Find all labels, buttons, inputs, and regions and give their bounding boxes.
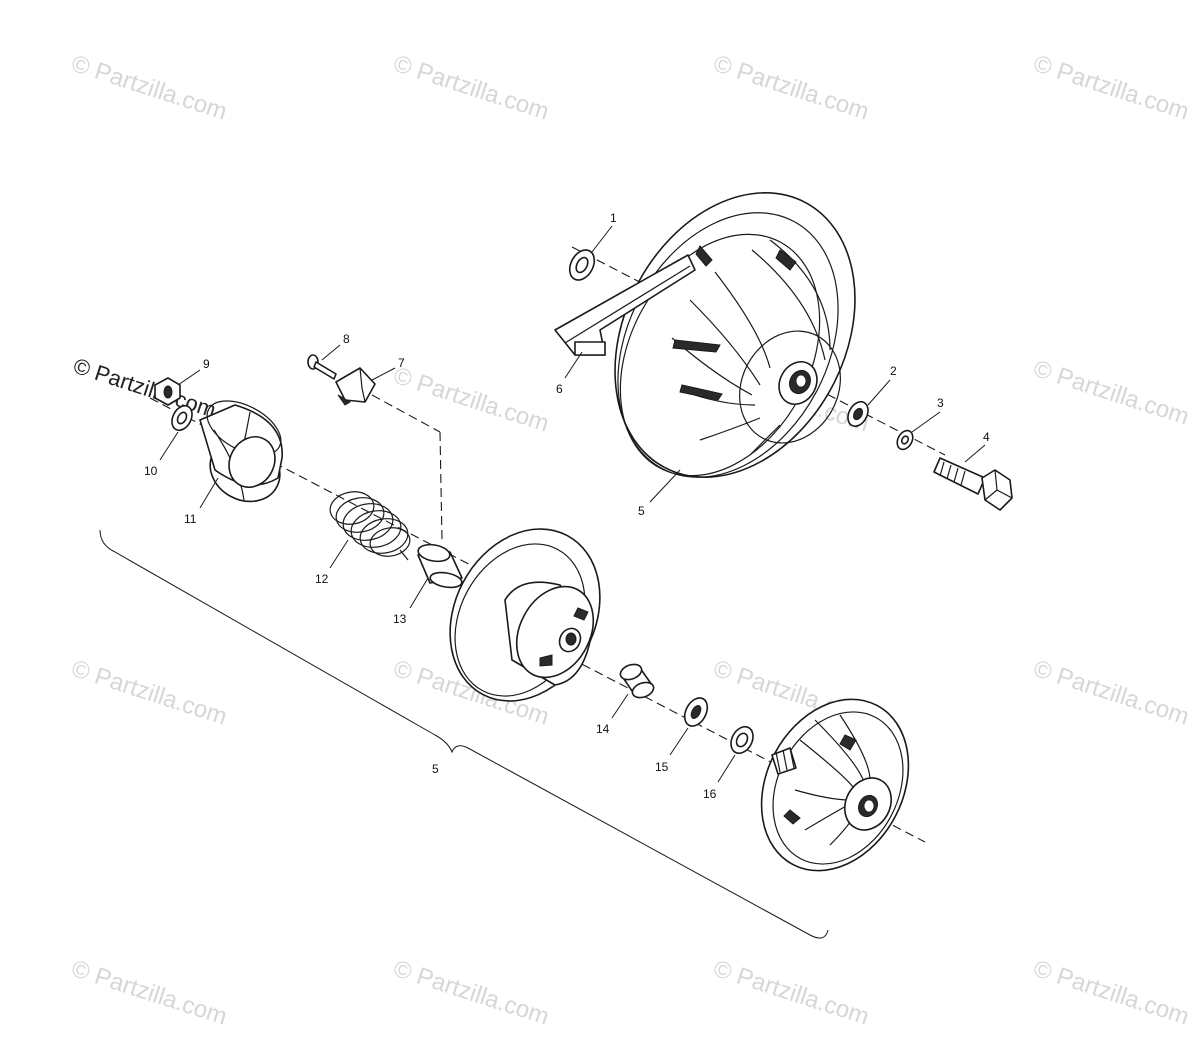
callout-7: 7	[398, 356, 405, 370]
watermark: © Partzilla.com	[390, 955, 552, 1031]
washer-1	[568, 249, 596, 281]
watermark: © Partzilla.com	[68, 955, 230, 1031]
button-7	[335, 367, 376, 406]
helix-cam-11	[199, 400, 283, 503]
bushing-13	[417, 543, 463, 589]
watermark: © Partzilla.com	[1030, 955, 1192, 1031]
callout-12: 12	[315, 572, 329, 586]
bushing-14	[619, 663, 655, 699]
callout-10: 10	[144, 464, 158, 478]
watermark: © Partzilla.com	[1030, 50, 1192, 126]
leader-lines	[159, 225, 986, 783]
watermark: © Partzilla.com	[68, 50, 230, 126]
washer-2	[847, 400, 869, 428]
watermark: © Partzilla.com	[390, 50, 552, 126]
callout-13: 13	[393, 612, 407, 626]
watermark-layer: © Partzilla.com © Partzilla.com © Partzi…	[68, 50, 1192, 1031]
callout-14: 14	[596, 722, 610, 736]
callout-6: 6	[556, 382, 563, 396]
watermark: © Partzilla.com	[68, 655, 230, 731]
callout-2: 2	[890, 364, 897, 378]
callout-4: 4	[983, 430, 990, 444]
watermark: © Partzilla.com	[710, 955, 872, 1031]
callout-5-bracket: 5	[432, 762, 439, 776]
screw-8	[307, 354, 337, 380]
callout-16: 16	[703, 787, 717, 801]
drive-belt	[554, 254, 696, 356]
callout-5-upper: 5	[638, 504, 645, 518]
callout-15: 15	[655, 760, 669, 774]
callout-1: 1	[610, 211, 617, 225]
nut-9	[154, 377, 181, 406]
lock-washer-3	[896, 429, 914, 451]
washer-15	[683, 697, 709, 727]
assembly-bracket	[99, 529, 829, 939]
callout-3: 3	[937, 396, 944, 410]
callout-9: 9	[203, 357, 210, 371]
watermark: © Partzilla.com	[390, 362, 552, 438]
washer-16	[730, 725, 754, 755]
watermark-dark: © Partzilla.com	[70, 353, 219, 423]
callout-11: 11	[184, 512, 197, 526]
washer-10	[171, 404, 193, 432]
watermark: © Partzilla.com	[1030, 655, 1192, 731]
driven-clutch-sheave	[614, 192, 856, 478]
bolt-4	[933, 457, 1013, 511]
callouts: 1 2 3 4 5 6 7 8 9 10 11 12 13 14 15 16 5	[144, 211, 990, 801]
watermark: © Partzilla.com	[710, 50, 872, 126]
watermark: © Partzilla.com	[1030, 355, 1192, 431]
moveable-sheave	[449, 528, 601, 702]
callout-8: 8	[343, 332, 350, 346]
spring-12	[329, 491, 411, 561]
stationary-sheave	[760, 698, 910, 872]
